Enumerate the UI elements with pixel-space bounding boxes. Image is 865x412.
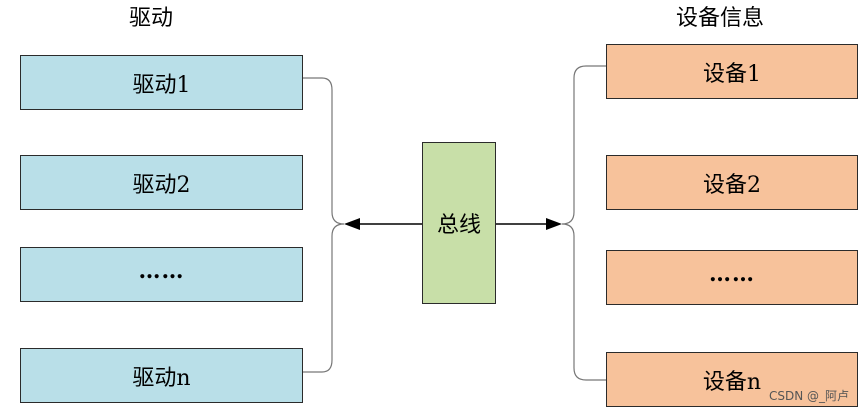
- device-box-n: 设备n: [606, 352, 858, 407]
- device-bracket: [561, 65, 606, 381]
- device-box-1: 设备1: [606, 44, 858, 99]
- bus-to-drivers-arrowhead: [344, 218, 360, 230]
- driver-bracket: [303, 77, 345, 373]
- driver-box-2: 驱动2: [20, 155, 303, 210]
- watermark: CSDN @_阿卢: [768, 389, 849, 403]
- driver-box-n: 驱动n: [20, 348, 303, 403]
- bus-to-devices-arrowhead: [546, 218, 562, 230]
- driver-box-1: 驱动1: [20, 55, 303, 110]
- device-box-ellipsis: ……: [606, 250, 858, 305]
- devices-column-title: 设备信息: [676, 6, 765, 31]
- driver-box-ellipsis: ……: [20, 247, 303, 302]
- device-box-2: 设备2: [606, 155, 858, 210]
- bus-box: 总线: [422, 142, 496, 304]
- drivers-column-title: 驱动: [129, 6, 174, 31]
